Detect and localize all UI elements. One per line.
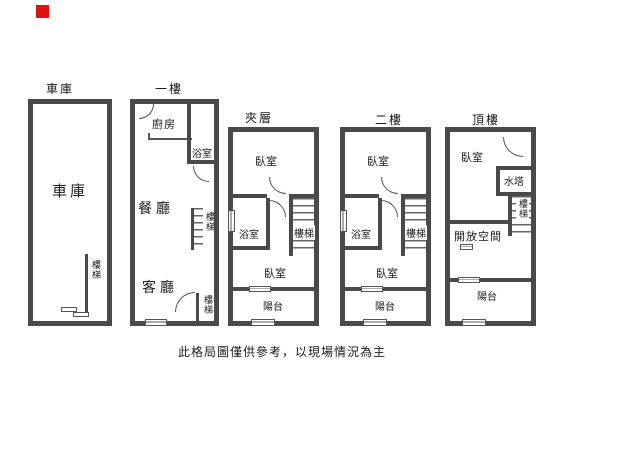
wall (450, 278, 531, 282)
wall (345, 246, 382, 250)
red-marker (36, 5, 49, 18)
floor-title-second: 二樓 (375, 113, 404, 127)
window (462, 319, 486, 326)
room-label-living: 客廳 (142, 280, 178, 296)
wall (187, 160, 214, 164)
wall (289, 194, 293, 256)
wall (496, 166, 500, 196)
room-label-water-tank: 水塔 (504, 177, 524, 188)
room-label-balcony: 陽台 (477, 292, 497, 303)
room-label-bathroom: 浴室 (192, 149, 212, 160)
disclaimer-text: 此格局圖僅供參考，以現場情況為主 (178, 345, 387, 359)
counter-line (148, 133, 150, 140)
room-label-bathroom: 浴室 (239, 230, 259, 241)
window (249, 286, 271, 292)
wall (345, 194, 379, 198)
wall (450, 220, 510, 224)
room-label-bedroom: 臥室 (264, 267, 286, 280)
floor-plan-roof: 臥室 水塔 樓梯 開放空間 陽台 (445, 127, 536, 326)
window (458, 277, 480, 283)
room-label-open-space: 開放空間 (454, 230, 502, 243)
wall (266, 198, 270, 250)
floor-title-garage: 車庫 (46, 82, 75, 96)
door-arc (175, 292, 195, 312)
room-label-bedroom: 臥室 (367, 155, 389, 168)
wall (289, 194, 314, 198)
floor-title-first: 一樓 (155, 82, 184, 96)
wall (401, 194, 426, 198)
wall (191, 208, 194, 250)
floor-plan-mezzanine: 臥室 浴室 樓梯 臥室 陽台 (228, 127, 319, 326)
room-label-stairs: 樓梯 (204, 212, 214, 232)
door-arc (381, 200, 398, 217)
wall (496, 166, 531, 170)
window (145, 319, 167, 326)
window (363, 319, 387, 326)
room-label-stairs: 樓梯 (516, 199, 529, 219)
wall (401, 194, 405, 256)
wall (508, 196, 512, 236)
wall (187, 104, 191, 164)
window (361, 286, 383, 292)
wall (345, 287, 426, 291)
door-arc (269, 200, 286, 217)
floor-plan-first: 廚房 浴室 餐廳 樓梯 客廳 樓梯 (130, 99, 219, 326)
counter-line (148, 138, 192, 140)
room-label-bedroom: 臥室 (255, 155, 277, 168)
door-arc (381, 177, 398, 194)
wall (85, 254, 88, 312)
room-label-kitchen: 廚房 (152, 118, 176, 131)
wall (196, 293, 199, 321)
door-arc (193, 166, 209, 182)
room-label-balcony: 陽台 (375, 302, 395, 313)
wall (233, 194, 267, 198)
window (228, 210, 235, 232)
window (340, 210, 347, 232)
room-label-stairs: 樓梯 (293, 225, 315, 240)
room-label-bedroom: 臥室 (376, 267, 398, 280)
window (251, 319, 275, 326)
window (460, 244, 473, 250)
room-label-bathroom: 浴室 (351, 230, 371, 241)
room-label-dining: 餐廳 (138, 201, 174, 217)
wall (233, 287, 314, 291)
wall (496, 192, 531, 196)
floor-title-mezzanine: 夾層 (245, 111, 274, 125)
wall (378, 198, 382, 250)
room-label-garage: 車庫 (51, 182, 88, 200)
room-label-stairs: 樓梯 (405, 225, 427, 240)
door-symbol (61, 307, 77, 312)
door-arc (269, 177, 286, 194)
room-label-stairs: 樓梯 (90, 260, 100, 280)
wall (233, 246, 270, 250)
room-label-balcony: 陽台 (263, 302, 283, 313)
stairs-treads (194, 208, 203, 250)
door-arc (503, 137, 523, 157)
room-label-stairs: 樓梯 (202, 295, 212, 315)
room-label-bedroom: 臥室 (461, 151, 483, 164)
floor-plan-second: 臥室 浴室 樓梯 臥室 陽台 (340, 127, 431, 326)
floor-plan-garage: 車庫 樓梯 (28, 99, 112, 326)
floor-title-roof: 頂樓 (472, 113, 501, 127)
door-symbol (73, 312, 89, 317)
